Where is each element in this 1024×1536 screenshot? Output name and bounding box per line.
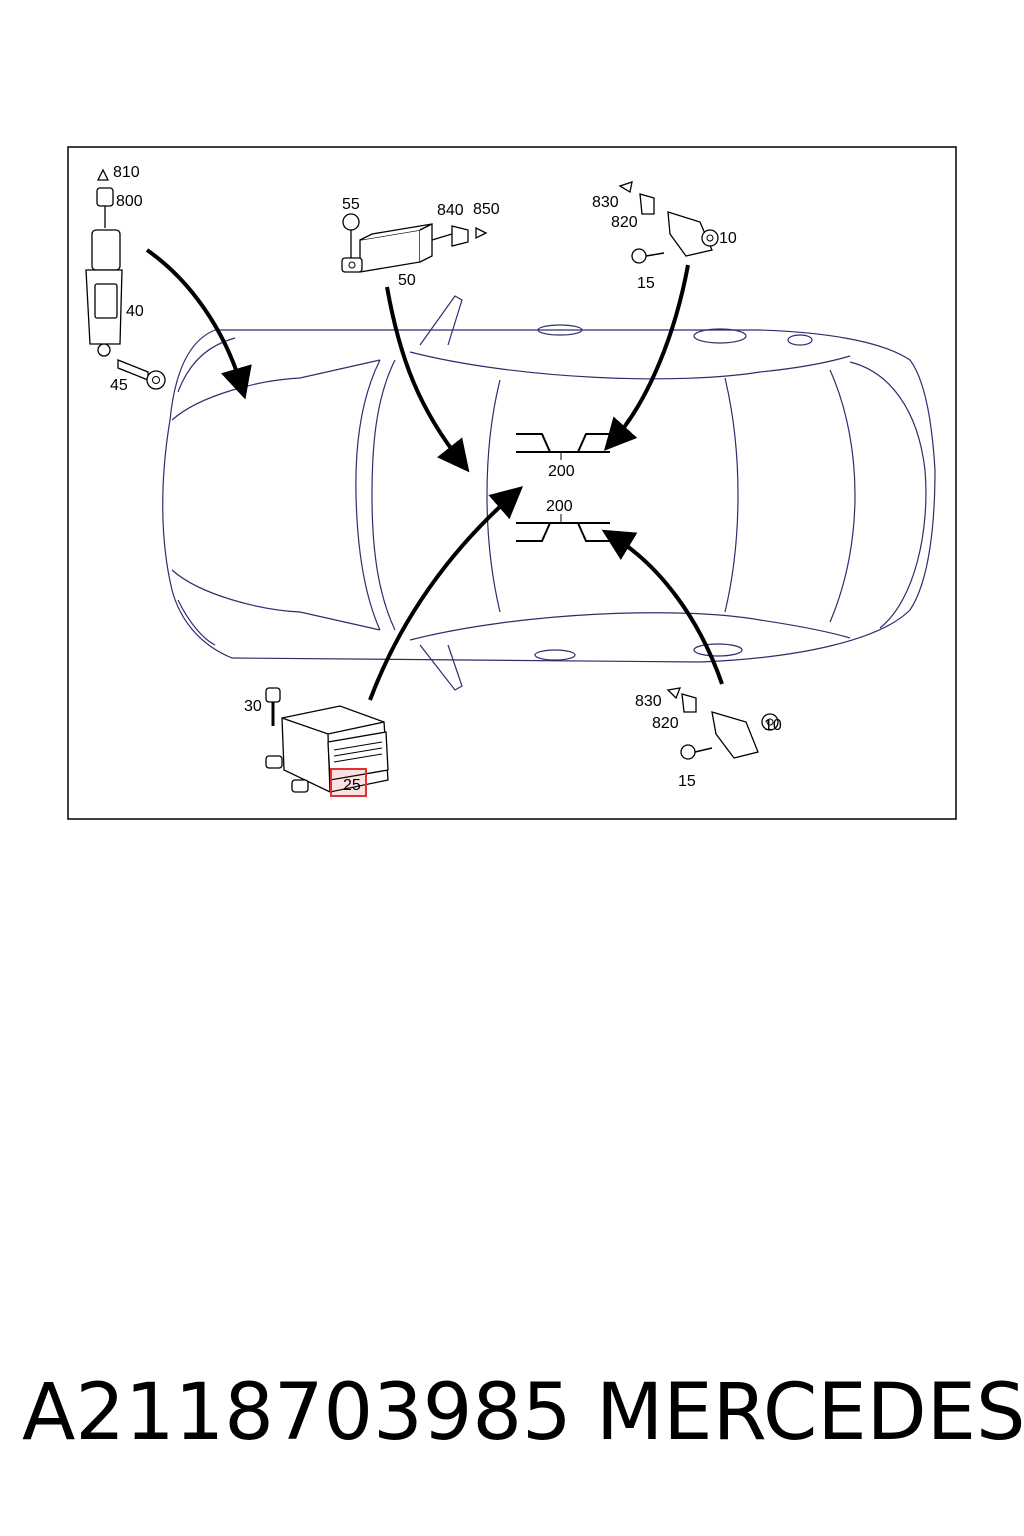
airbag-control-unit-part xyxy=(265,687,389,793)
callout-200-upper: 200 xyxy=(548,463,575,480)
callout-15-lower: 15 xyxy=(678,773,696,790)
arrow-module-50-to-harness xyxy=(385,286,470,473)
callout-55: 55 xyxy=(342,196,360,213)
callout-830-lower: 830 xyxy=(635,693,662,710)
module-50-part xyxy=(341,213,488,273)
footer-caption: A2118703985 MERCEDES xyxy=(0,1368,1024,1478)
brand-name: MERCEDES xyxy=(596,1368,1024,1458)
parts-diagram: 810 800 40 45 55 840 850 50 830 820 10 1… xyxy=(67,146,957,820)
side-sensor-upper-part xyxy=(618,181,719,264)
callout-200-lower: 200 xyxy=(546,498,573,515)
harness-symbol-lower xyxy=(516,514,610,542)
callout-800: 800 xyxy=(116,193,143,210)
callout-840: 840 xyxy=(437,202,464,219)
highlight-box xyxy=(330,768,367,797)
callout-45: 45 xyxy=(110,377,128,394)
diagram-frame xyxy=(67,146,957,820)
part-number: A2118703985 xyxy=(22,1368,572,1458)
callout-850: 850 xyxy=(473,201,500,218)
callout-50: 50 xyxy=(398,272,416,289)
arrow-crash-sensor-to-front xyxy=(145,248,252,400)
callout-830-upper: 830 xyxy=(592,194,619,211)
side-sensor-lower-part xyxy=(666,687,779,760)
callout-25: 25 xyxy=(343,777,361,794)
callout-810: 810 xyxy=(113,164,140,181)
callout-30: 30 xyxy=(244,698,262,715)
car-outline xyxy=(162,295,936,691)
callout-40: 40 xyxy=(126,303,144,320)
arrow-control-unit-to-harness xyxy=(368,486,524,701)
arrow-sensor-10-upper-to-harness xyxy=(603,264,690,451)
callout-10-lower: 10 xyxy=(764,717,782,734)
callout-15-upper: 15 xyxy=(637,275,655,292)
arrow-sensor-10-lower-to-harness xyxy=(601,529,724,685)
front-crash-sensor-part xyxy=(85,168,166,390)
callout-10-upper: 10 xyxy=(719,230,737,247)
callout-820-upper: 820 xyxy=(611,214,638,231)
callout-820-lower: 820 xyxy=(652,715,679,732)
harness-symbol-upper xyxy=(516,433,610,460)
